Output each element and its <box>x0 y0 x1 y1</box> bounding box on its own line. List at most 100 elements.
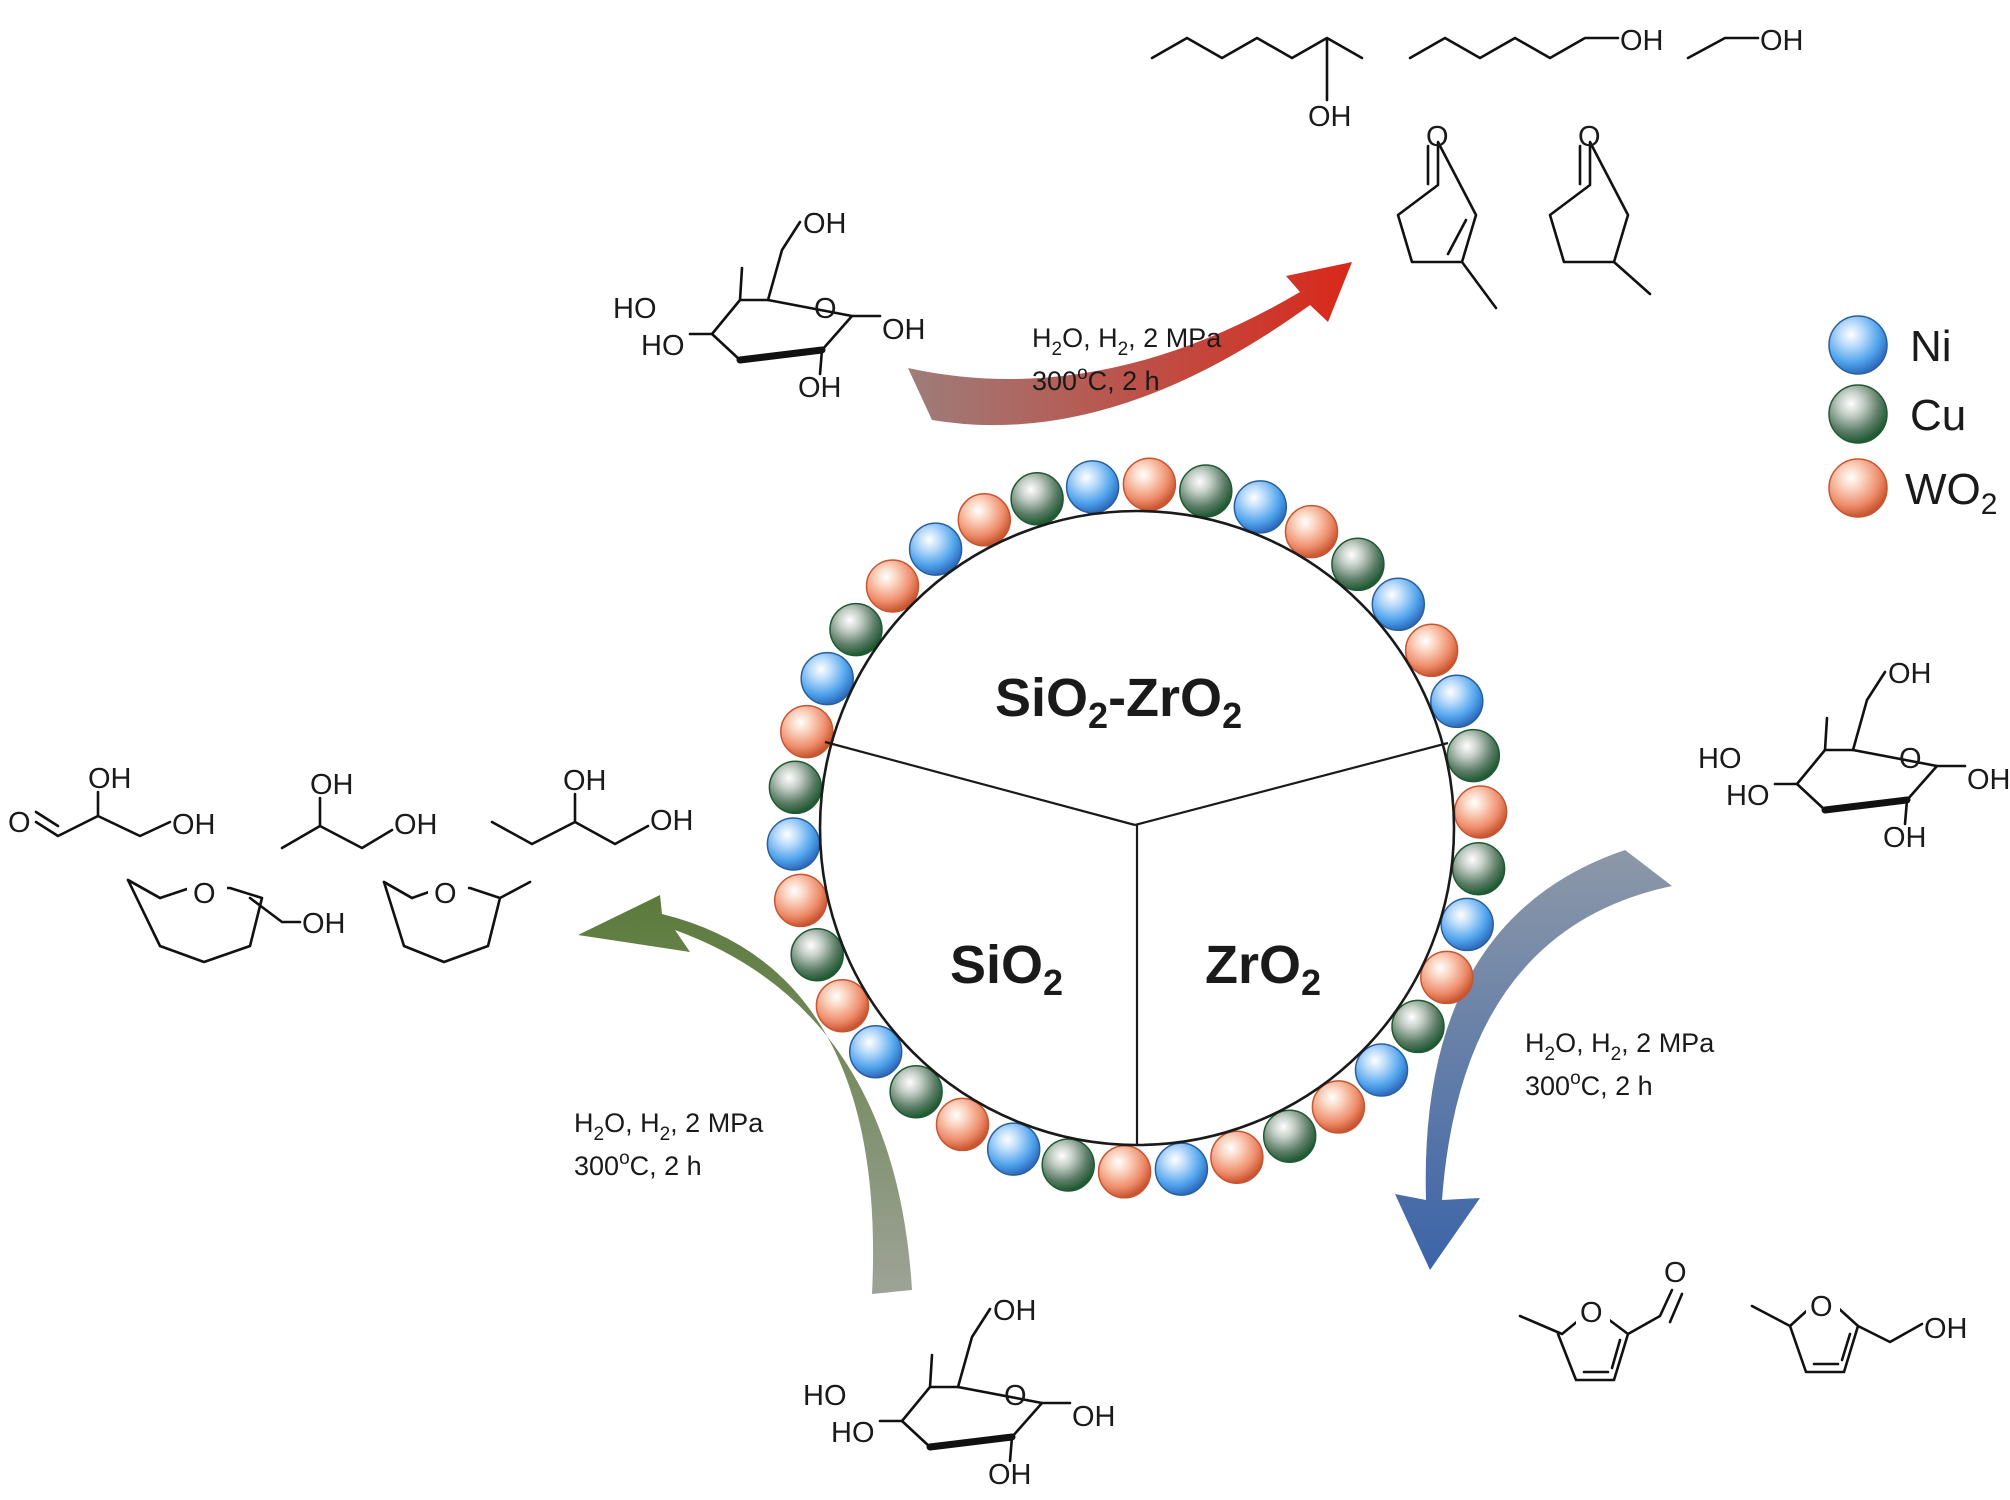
legend-wo2-sphere <box>1828 458 1888 518</box>
oxygen-ring: O <box>814 293 837 325</box>
nanoparticle-ni <box>986 1122 1041 1176</box>
nanoparticle-cu <box>790 927 844 982</box>
nanoparticle-ni <box>1440 897 1494 952</box>
conditions-left: H2O, H2, 2 MPa 300oC, 2 h <box>574 1108 764 1181</box>
product-3-methylcyclopentenone: O <box>1396 121 1498 310</box>
legend-cu-label: Cu <box>1910 391 1966 440</box>
arrow-right-to-products <box>1395 850 1672 1270</box>
nanoparticle-cu <box>1391 999 1445 1054</box>
nanoparticle-cu <box>1262 1109 1317 1163</box>
nanoparticle-ni <box>1430 674 1484 729</box>
ho-4: HO <box>613 293 657 325</box>
ho-3: HO <box>1726 780 1770 812</box>
oh-label: OH <box>394 809 438 841</box>
condition-line-2: 300oC, 2 h <box>1525 1068 1653 1101</box>
oh-label: OH <box>172 809 216 841</box>
arrow-top-to-products <box>908 262 1352 426</box>
nanoparticle-wo2 <box>865 559 920 613</box>
divider-left <box>824 740 1136 827</box>
condition-line-2: 300oC, 2 h <box>1032 363 1160 396</box>
product-methyl-thf-methanol: O OH <box>126 874 346 964</box>
product-ethanol: OH <box>1686 25 1804 60</box>
nanoparticle-cu <box>1010 472 1064 526</box>
oxygen-ring: O <box>1899 743 1922 775</box>
glucose-bottom: O OH HO HO OH OH <box>803 1295 1116 1491</box>
nanoparticle-ni <box>1233 480 1288 534</box>
oh-label: OH <box>563 765 607 797</box>
o-label: O <box>1426 121 1449 153</box>
nanoparticle-cu <box>1041 1138 1095 1192</box>
nanoparticle-cu <box>889 1064 943 1119</box>
oh-2: OH <box>1883 822 1927 854</box>
nanoparticle-ni <box>800 651 854 706</box>
product-dimethyl-thf: O <box>382 874 532 964</box>
nanoparticle-wo2 <box>815 978 870 1033</box>
oh-6: OH <box>803 208 847 240</box>
o-label: O <box>193 878 216 910</box>
product-5-methylfurfural: O O <box>1518 1257 1687 1382</box>
oh-6: OH <box>1888 658 1932 690</box>
o-label: O <box>8 807 31 839</box>
nanoparticle-wo2 <box>1097 1145 1152 1199</box>
nanoparticle-ring <box>766 457 1508 1199</box>
oh-1: OH <box>1072 1401 1116 1433</box>
o-ring-label: O <box>1580 1297 1603 1329</box>
product-1-pentanol: OH <box>1408 25 1664 60</box>
nanoparticle-cu <box>1331 537 1385 592</box>
product-propanediol: OH OH <box>280 769 438 850</box>
nanoparticle-cu <box>1179 464 1233 518</box>
nanoparticle-wo2 <box>1210 1130 1264 1184</box>
oh-1: OH <box>1967 764 2010 796</box>
nanoparticle-wo2 <box>1311 1080 1366 1134</box>
glucose-top: O OH HO HO OH OH <box>613 208 926 404</box>
oh-1: OH <box>882 314 926 346</box>
nanoparticle-wo2 <box>1404 623 1459 678</box>
condition-line-1: H2O, H2, 2 MPa <box>1525 1028 1715 1065</box>
nanoparticle-ni <box>1371 577 1426 632</box>
nanoparticle-wo2 <box>780 704 834 759</box>
oh-2: OH <box>798 372 842 404</box>
oh-label: OH <box>310 769 354 801</box>
oh-6: OH <box>993 1295 1037 1327</box>
oh-label: OH <box>1924 1313 1968 1345</box>
legend-wo2-label: WO2 <box>1905 465 1997 521</box>
condition-line-2: 300oC, 2 h <box>574 1148 702 1181</box>
product-5-methylfurfuryl-alcohol: O OH <box>1750 1290 1968 1374</box>
nanoparticle-ni <box>908 522 963 576</box>
product-2-hexanol: OH <box>1150 36 1364 133</box>
oh-label: OH <box>650 805 694 837</box>
legend-cu-sphere <box>1828 384 1888 444</box>
nanoparticle-wo2 <box>957 493 1012 547</box>
ho-4: HO <box>1698 743 1742 775</box>
o-label: O <box>1578 121 1601 153</box>
legend-ni-sphere <box>1828 315 1888 375</box>
ho-3: HO <box>641 330 685 362</box>
product-3-methylcyclopentanone: O <box>1548 121 1652 296</box>
nanoparticle-wo2 <box>1284 504 1339 559</box>
oh-label: OH <box>302 908 346 940</box>
oh-label: OH <box>1308 101 1352 133</box>
legend: Ni Cu WO2 <box>1828 315 1997 521</box>
nanoparticle-wo2 <box>773 873 828 928</box>
divider-right <box>1134 741 1449 827</box>
product-glyceraldehyde: O OH OH <box>8 763 216 841</box>
o-ring-label: O <box>1810 1291 1833 1323</box>
oh-label: OH <box>1760 25 1804 57</box>
nanoparticle-ni <box>848 1024 903 1079</box>
nanoparticle-cu <box>1446 728 1501 783</box>
ho-4: HO <box>803 1380 847 1412</box>
oh-label: OH <box>88 763 132 795</box>
nanoparticle-wo2 <box>935 1097 990 1152</box>
legend-ni-label: Ni <box>1910 322 1952 371</box>
nanoparticle-ni <box>1154 1142 1209 1196</box>
nanoparticle-wo2 <box>1122 457 1177 511</box>
ho-3: HO <box>831 1417 875 1449</box>
oxygen-ring: O <box>1004 1380 1027 1412</box>
nanoparticle-ni <box>1065 460 1120 514</box>
label-sio2-zro2: SiO2-ZrO2 <box>995 668 1242 736</box>
nanoparticle-wo2 <box>1420 950 1474 1005</box>
nanoparticle-cu <box>829 602 883 657</box>
o-label: O <box>434 878 457 910</box>
condition-line-1: H2O, H2, 2 MPa <box>574 1108 764 1145</box>
